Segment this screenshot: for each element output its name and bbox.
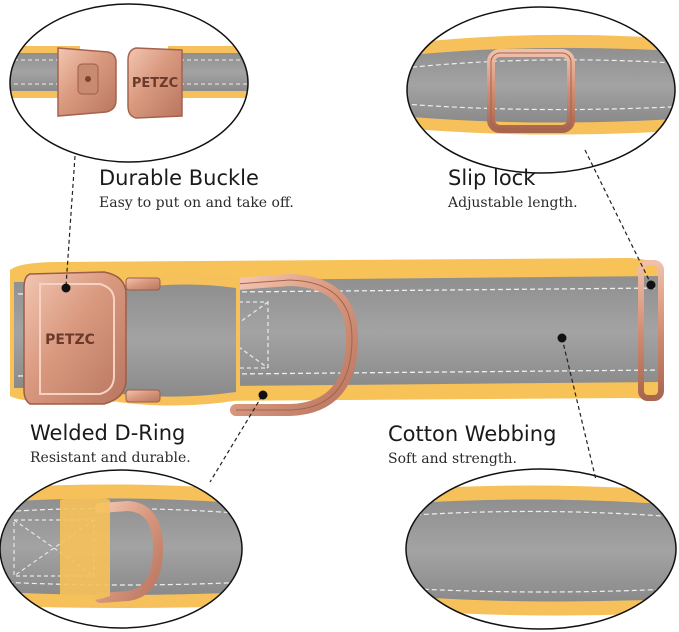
- webbing-marker-dot: [557, 333, 567, 343]
- callout-title: Welded D-Ring: [30, 421, 186, 445]
- buckle-engraving: PETZC: [132, 76, 178, 91]
- callout-subtitle: Resistant and durable.: [30, 450, 191, 466]
- callout-title: Durable Buckle: [99, 166, 259, 190]
- callout-subtitle: Soft and strength.: [388, 451, 517, 467]
- callout-welded-d-ring: Welded D-Ring Resistant and durable.: [30, 421, 191, 466]
- collar-main: PETZC: [10, 258, 664, 416]
- buckle-marker-dot: [61, 283, 71, 293]
- slip-lock-closeup: [406, 6, 676, 174]
- callout-slip-lock: Slip lock Adjustable length.: [448, 166, 578, 211]
- callout-title: Cotton Webbing: [388, 422, 557, 446]
- slip-lock-marker-dot: [646, 280, 656, 290]
- callout-durable-buckle: Durable Buckle Easy to put on and take o…: [99, 166, 294, 211]
- leader-lines: [65, 149, 651, 483]
- callout-subtitle: Easy to put on and take off.: [99, 195, 294, 211]
- callout-title: Slip lock: [448, 166, 536, 190]
- callout-cotton-webbing: Cotton Webbing Soft and strength.: [388, 422, 557, 467]
- d-ring-marker-dot: [258, 390, 268, 400]
- buckle-closeup: PETZC: [9, 3, 249, 163]
- collar-buckle-engraving: PETZC: [45, 332, 95, 348]
- callout-subtitle: Adjustable length.: [448, 195, 578, 211]
- webbing-closeup: [405, 468, 677, 630]
- d-ring-closeup: [0, 469, 243, 629]
